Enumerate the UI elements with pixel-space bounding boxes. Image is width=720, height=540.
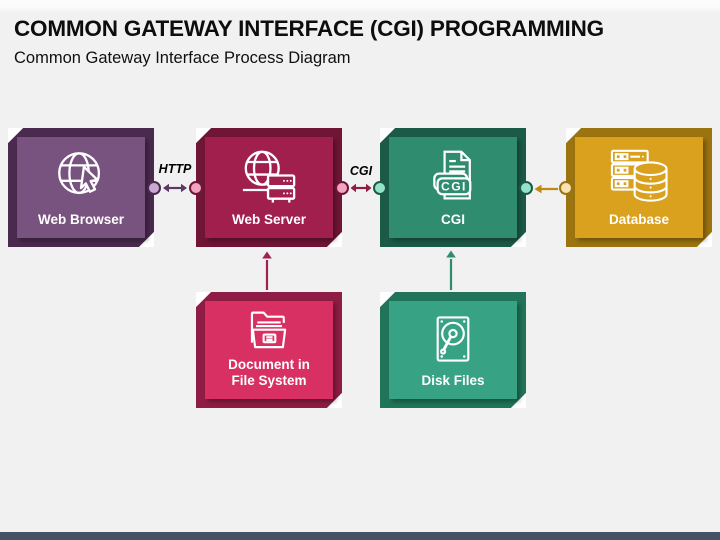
node-label: Web Browser xyxy=(37,211,125,227)
database-server-icon xyxy=(610,150,668,202)
node-web-server: Web Server xyxy=(196,128,342,247)
node-label: Web Server xyxy=(231,211,307,227)
http-double-arrow xyxy=(163,183,187,193)
database-to-cgi-arrow xyxy=(534,184,558,194)
connector-dot-database-left xyxy=(559,181,573,195)
node-cgi: CGI CGI xyxy=(380,128,526,247)
cgi-file-icon: CGI xyxy=(433,150,472,200)
globe-cursor-icon xyxy=(58,152,101,195)
cgi-badge-text: CGI xyxy=(441,180,467,194)
hard-disk-icon xyxy=(436,316,470,362)
cgi-double-arrow xyxy=(350,183,372,193)
page-subtitle: Common Gateway Interface Process Diagram xyxy=(14,49,351,67)
connector-dot-cgi-right xyxy=(519,181,533,195)
node-label: Disk Files xyxy=(421,372,485,388)
node-label: Database xyxy=(608,211,670,227)
http-label: HTTP xyxy=(158,162,192,176)
cgi-label: CGI xyxy=(349,164,373,178)
node-database: Database xyxy=(566,128,712,247)
connector-dot-server-right xyxy=(335,181,349,195)
globe-server-icon xyxy=(242,150,296,203)
node-document-in-file-system: Document in File System xyxy=(196,292,342,408)
node-label: Document in File System xyxy=(228,357,310,389)
node-web-browser: Web Browser xyxy=(8,128,154,247)
node-disk-files: Disk Files xyxy=(380,292,526,408)
footer-bar xyxy=(0,532,720,540)
open-folder-icon xyxy=(250,311,287,349)
connector-dot-browser-right xyxy=(147,181,161,195)
node-label: CGI xyxy=(440,211,465,227)
connector-dot-cgi-left xyxy=(373,181,387,195)
page-title: COMMON GATEWAY INTERFACE (CGI) PROGRAMMI… xyxy=(14,16,604,41)
diskfiles-to-cgi-arrow xyxy=(446,250,456,290)
connector-dot-server-left xyxy=(189,181,203,195)
document-to-webserver-arrow xyxy=(262,251,272,290)
